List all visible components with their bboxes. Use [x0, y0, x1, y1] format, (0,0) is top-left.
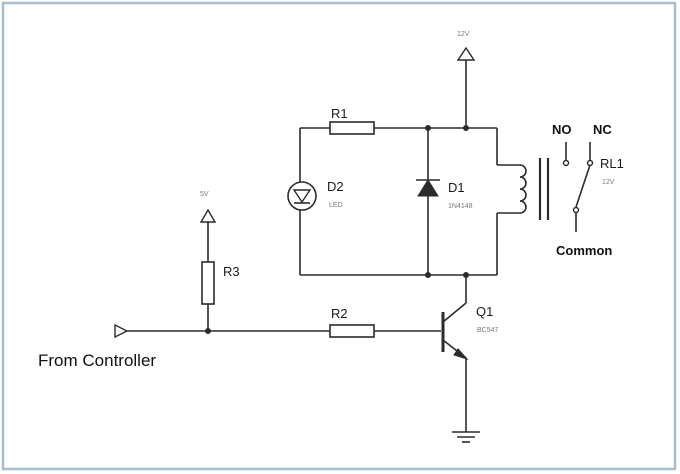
relay-coil	[496, 128, 550, 275]
q1-part-label: BC547	[477, 327, 499, 334]
supply-12v: 12V	[456, 31, 476, 128]
r3-label: R3	[223, 264, 240, 279]
nc-label: NC	[593, 122, 612, 137]
led-d2: D2 LED	[287, 128, 344, 275]
ground-symbol	[452, 431, 480, 443]
rl1-rating-label: 12V	[602, 179, 615, 186]
r1-label: R1	[331, 106, 348, 121]
rl1-label: RL1	[600, 156, 624, 171]
diode-d1: D1 1N4148	[416, 128, 473, 275]
resistor-r2: R2 From Controller	[38, 306, 441, 370]
d2-label: D2	[327, 179, 344, 194]
d1-label: D1	[448, 180, 465, 195]
supply-5v-label: 5V	[200, 191, 209, 198]
relay-contacts: NO NC RL1 12V Common	[552, 122, 624, 258]
common-label: Common	[556, 243, 612, 258]
no-label: NO	[552, 122, 572, 137]
q1-label: Q1	[476, 304, 493, 319]
supply-12v-label: 12V	[457, 31, 470, 38]
resistor-r3: 5V R3	[199, 191, 240, 334]
transistor-q1: Q1 BC547	[441, 275, 499, 432]
d1-part-label: 1N4148	[448, 203, 473, 210]
r2-label: R2	[331, 306, 348, 321]
d2-part-label: LED	[329, 202, 343, 209]
input-label: From Controller	[38, 351, 156, 370]
